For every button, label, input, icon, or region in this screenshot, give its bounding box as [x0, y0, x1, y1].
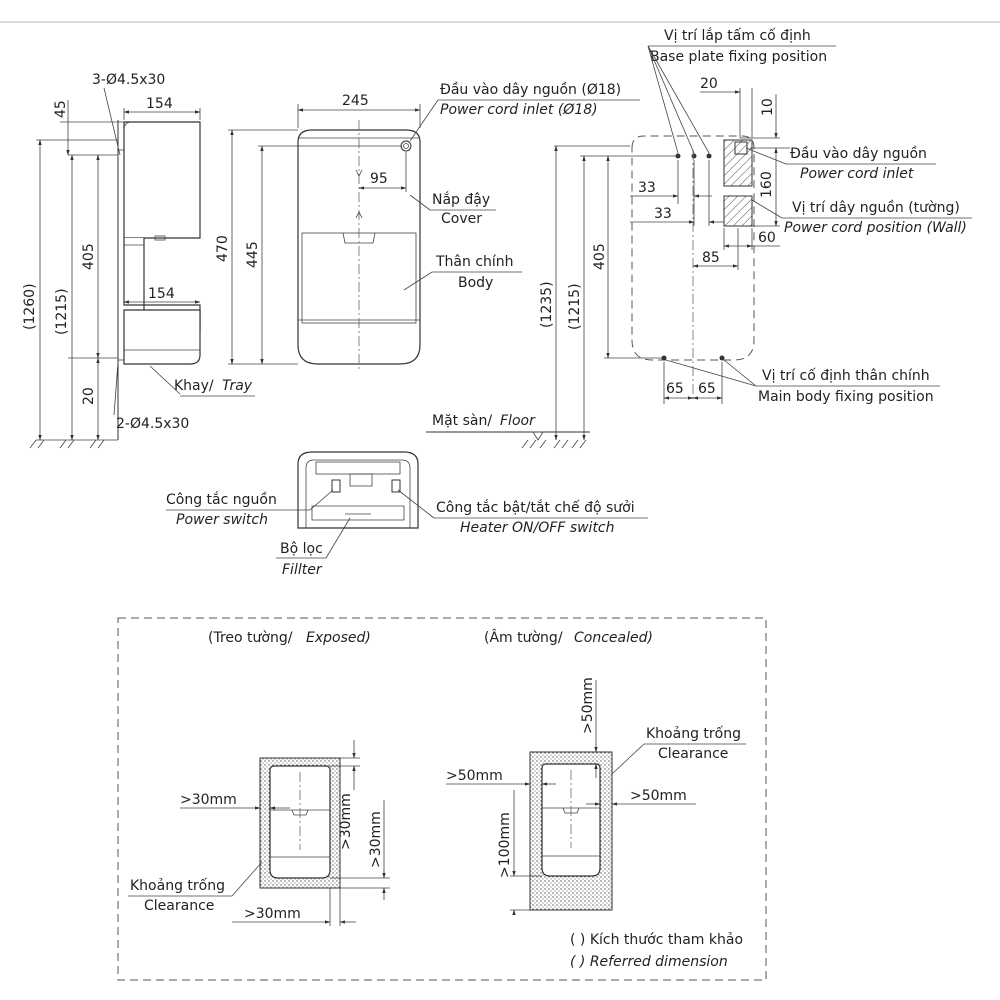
exposed-right-inner: >30mm [338, 793, 354, 850]
side-holes-top: 3-Ø4.5x30 [92, 72, 165, 88]
exposed-left: >30mm [180, 792, 237, 808]
rear-dim-33a: 33 [638, 180, 656, 196]
exposed-title-vi: (Treo tường/ [208, 630, 293, 646]
front-dim-95: 95 [370, 171, 388, 187]
front-cord-inlet-en: Power cord inlet (Ø18) [440, 102, 598, 118]
rear-dim-65a: 65 [666, 381, 684, 397]
rear-view: Vị trí lắp tấm cố định Base plate fixing… [539, 27, 972, 441]
side-dim-1260: (1260) [22, 283, 38, 330]
floor: Mặt sàn/ Floor [426, 413, 590, 449]
side-dim-1215: (1215) [54, 288, 70, 335]
concealed-right: >50mm [630, 788, 687, 804]
rear-dim-20: 20 [700, 76, 718, 92]
side-dim-45: 45 [53, 100, 69, 118]
top-heater-switch-vi: Công tắc bật/tắt chế độ sưởi [436, 499, 635, 516]
rear-cord-inlet-en: Power cord inlet [800, 166, 914, 182]
front-body-en: Body [458, 275, 493, 291]
exposed-right-outer: >30mm [368, 811, 384, 868]
rear-dim-85: 85 [702, 250, 720, 266]
floor-label-vi: Mặt sàn/ [432, 413, 492, 429]
top-filter-vi: Bộ lọc [280, 541, 323, 557]
side-holes-bottom: 2-Ø4.5x30 [116, 416, 189, 432]
top-power-switch-vi: Công tắc nguồn [166, 491, 277, 508]
exposed-title-en: Exposed) [306, 630, 371, 646]
rear-dim-160: 160 [759, 171, 775, 198]
front-dim-470: 470 [215, 235, 231, 262]
rear-main-fix-en: Main body fixing position [758, 389, 934, 405]
reference-note-vi: ( ) Kích thước tham khảo [570, 932, 743, 948]
rear-dim-33b: 33 [654, 206, 672, 222]
front-cover-vi: Nắp đậy [432, 191, 490, 208]
exposed-clearance-en: Clearance [144, 898, 214, 914]
concealed-top: >50mm [580, 677, 596, 734]
concealed-title-vi: (Âm tường/ [484, 628, 563, 646]
rear-base-plate-en: Base plate fixing position [650, 49, 827, 65]
concealed-clearance-vi: Khoảng trống [646, 725, 741, 742]
front-cover-en: Cover [441, 211, 482, 227]
rear-cord-inlet-vi: Đầu vào dây nguồn [790, 145, 927, 162]
concealed-clearance-en: Clearance [658, 746, 728, 762]
rear-cord-pos-vi: Vị trí dây nguồn (tường) [792, 199, 960, 216]
rear-dim-1235: (1235) [539, 281, 555, 328]
front-dim-445: 445 [245, 241, 261, 268]
front-dim-245: 245 [342, 93, 369, 109]
top-filter-en: Fillter [282, 562, 323, 578]
rear-dim-65b: 65 [698, 381, 716, 397]
top-view: Công tắc nguồn Power switch Công tắc bật… [166, 451, 648, 578]
front-view: 245 95 470 445 Đầu vào dây nguồn (Ø18) P… [215, 81, 640, 372]
side-tray-vi: Khay/ [174, 378, 214, 394]
side-dim-20: 20 [81, 387, 97, 405]
rear-main-fix-vi: Vị trí cố định thân chính [762, 367, 930, 384]
top-heater-switch-en: Heater ON/OFF switch [460, 520, 615, 536]
reference-note-en: ( ) Referred dimension [570, 954, 728, 970]
rear-dim-60: 60 [758, 230, 776, 246]
rear-dim-1215: (1215) [567, 283, 583, 330]
concealed-left: >50mm [446, 768, 503, 784]
front-body-vi: Thân chính [435, 254, 514, 270]
side-tray-en: Tray [222, 378, 253, 394]
floor-label-en: Floor [500, 413, 536, 429]
concealed-bottom: >100mm [497, 812, 513, 878]
rear-dim-10: 10 [760, 98, 776, 116]
clearance-section: (Treo tường/ Exposed) >30mm >30mm >30mm … [117, 617, 767, 981]
exposed-bottom: >30mm [244, 906, 301, 922]
side-dim-154-top: 154 [146, 96, 173, 112]
rear-dim-405: 405 [592, 243, 608, 270]
exposed-clearance-vi: Khoảng trống [130, 877, 225, 894]
side-dim-154-mid: 154 [148, 286, 175, 302]
rear-cord-pos-en: Power cord position (Wall) [784, 220, 967, 236]
concealed-title-en: Concealed) [574, 630, 653, 646]
side-dim-405: 405 [81, 243, 97, 270]
rear-base-plate-vi: Vị trí lắp tấm cố định [664, 27, 811, 44]
top-power-switch-en: Power switch [176, 512, 268, 528]
side-view: 154 154 3-Ø4.5x30 45 (1260) (1215) 405 2… [22, 72, 255, 449]
front-cord-inlet-vi: Đầu vào dây nguồn (Ø18) [440, 81, 621, 98]
